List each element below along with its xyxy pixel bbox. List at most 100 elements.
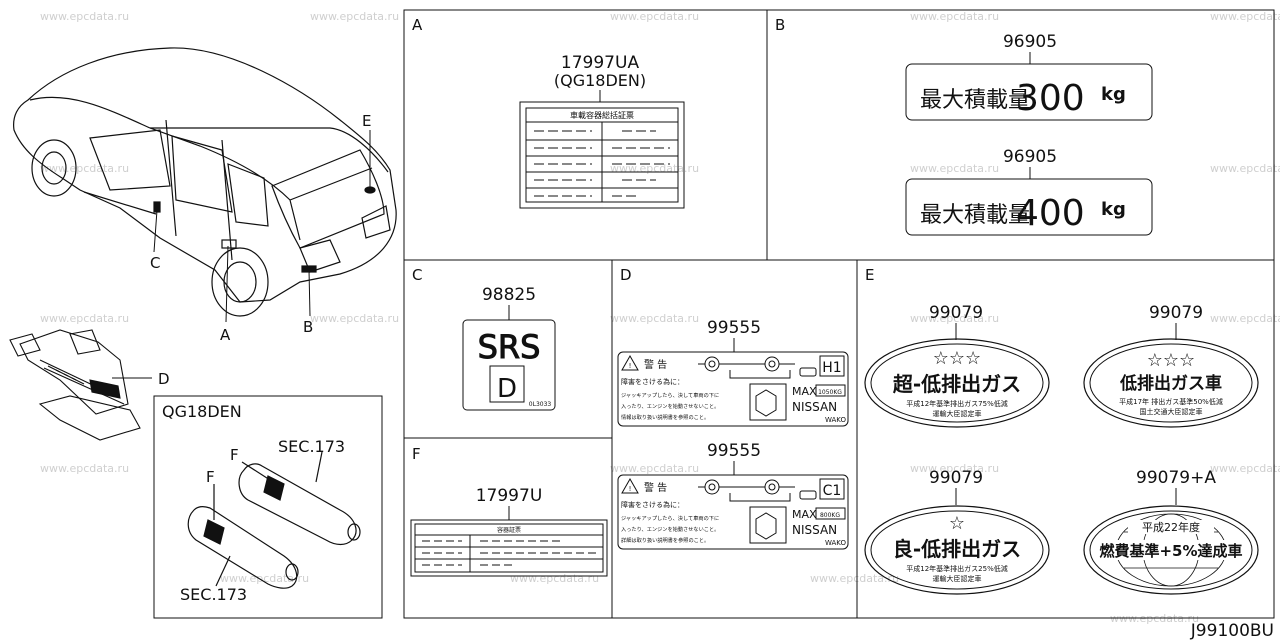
- panel-d-part-2: 99555: [707, 441, 761, 461]
- panel-e-line2-2: 国土交通大臣認定車: [1140, 407, 1203, 416]
- inset-section-lower: SEC.173: [180, 585, 247, 604]
- watermark: www.epcdata.ru: [310, 312, 399, 325]
- panel-d-kg-1: 1050KG: [818, 389, 842, 396]
- panel-grid: [403, 9, 1275, 619]
- panel-e-part-4: 99079+A: [1136, 468, 1216, 488]
- panel-d-maker-2: WAKO: [825, 539, 847, 547]
- star-icon: ☆: [949, 513, 965, 534]
- panel-d-brand-2: NISSAN: [792, 523, 837, 537]
- watermark: www.epcdata.ru: [40, 162, 129, 175]
- watermark: www.epcdata.ru: [510, 572, 599, 585]
- panel-e-main-1: 超-低排出ガス: [892, 372, 1021, 396]
- panel-b-kanji-1: 最大積載量: [920, 88, 1030, 113]
- warning-exclamation: !: [629, 362, 632, 370]
- panel-c-srs: SRS: [478, 328, 541, 366]
- watermark: www.epcdata.ru: [310, 10, 399, 23]
- panel-d: D 99555 ! 警 告 障害をさける為に： ジャッキアップしたら、決して車両…: [617, 266, 849, 550]
- panel-b-kanji-2: 最大積載量: [920, 203, 1030, 228]
- inset-panel: QG18DEN F F SEC.173 SEC.173: [153, 395, 383, 619]
- watermark: www.epcdata.ru: [1210, 462, 1280, 475]
- watermark: www.epcdata.ru: [1210, 162, 1280, 175]
- panel-d-line2-1: 入ったり、エンジンを始動させないこと。: [621, 402, 719, 410]
- watermark: www.epcdata.ru: [610, 312, 699, 325]
- panel-d-line1-1: ジャッキアップしたら、決して車両の下に: [621, 391, 719, 399]
- callout-leaders: [112, 130, 371, 379]
- panel-d-max-2: MAX: [792, 508, 817, 521]
- panel-d-kg-2: 800KG: [820, 512, 840, 519]
- panel-a-part: 17997UA: [561, 53, 640, 73]
- star-icons: ☆☆☆: [933, 348, 981, 369]
- panel-e-main-2: 低排出ガス車: [1119, 373, 1222, 394]
- panel-e-line2-1: 運輸大臣認定車: [933, 409, 982, 418]
- panel-e-line1-2: 平成17年 排出ガス基準50%低減: [1119, 397, 1223, 406]
- panel-d-max-1: MAX: [792, 385, 817, 398]
- panel-d-brand-1: NISSAN: [792, 400, 837, 414]
- callout-a: A: [220, 326, 231, 344]
- callout-b: B: [303, 318, 313, 336]
- panel-f-letter: F: [412, 445, 421, 463]
- watermark: www.epcdata.ru: [610, 10, 699, 23]
- panel-b-value-1: 300: [1016, 78, 1085, 119]
- inset-engine: QG18DEN: [162, 402, 242, 421]
- panel-b-unit-2: kg: [1101, 199, 1126, 220]
- panel-e-part-3: 99079: [929, 468, 983, 488]
- panel-b-unit-1: kg: [1101, 84, 1126, 105]
- panel-e: E 99079 ☆☆☆ 超-低排出ガス 平成12年基準排出ガス75%低減 運輸大…: [864, 266, 1259, 595]
- panel-e-main-3: 良-低排出ガス: [893, 537, 1021, 561]
- panel-b-part-2: 96905: [1003, 147, 1057, 167]
- panel-d-warn-2: 警 告: [644, 481, 667, 494]
- panel-c-part: 98825: [482, 285, 536, 305]
- watermark: www.epcdata.ru: [610, 462, 699, 475]
- watermark: www.epcdata.ru: [40, 462, 129, 475]
- panel-e-part-1: 99079: [929, 303, 983, 323]
- jack-illustration: [9, 329, 141, 441]
- panel-d-warn-1: 警 告: [644, 358, 667, 371]
- panel-d-sub-1: 障害をさける為に：: [621, 377, 684, 386]
- panel-f: F 17997U 容器証票: [410, 445, 608, 577]
- panel-f-part: 17997U: [476, 486, 543, 506]
- watermark: www.epcdata.ru: [910, 462, 999, 475]
- panel-e-line1-3: 平成12年基準排出ガス25%低減: [906, 564, 1007, 573]
- panel-b-part-1: 96905: [1003, 32, 1057, 52]
- watermark: www.epcdata.ru: [1210, 312, 1280, 325]
- inset-section-upper: SEC.173: [278, 437, 345, 456]
- watermark: www.epcdata.ru: [910, 162, 999, 175]
- warning-exclamation: !: [629, 485, 632, 493]
- jack-point-icon: [698, 479, 795, 544]
- watermark: www.epcdata.ru: [810, 572, 899, 585]
- watermark: www.epcdata.ru: [40, 312, 129, 325]
- watermark: www.epcdata.ru: [40, 10, 129, 23]
- jack-point-icon: [698, 356, 795, 421]
- panel-e-line1-1: 平成12年基準排出ガス75%低減: [906, 399, 1007, 408]
- panel-c: C 98825 SRS D 0L3033: [412, 266, 556, 411]
- inset-label-f-upper: F: [230, 446, 239, 464]
- drawing-code: J99100BU: [1190, 621, 1274, 640]
- panel-d-badge-1: H1: [822, 360, 841, 376]
- panel-b-value-2: 400: [1016, 193, 1085, 234]
- watermark: www.epcdata.ru: [1210, 10, 1280, 23]
- panel-b: B 96905 最大積載量 300 kg 96905 最大積載量 400 kg: [775, 16, 1153, 236]
- panel-f-label-title: 容器証票: [497, 526, 521, 534]
- panel-d-line1-2: ジャッキアップしたら、決して車両の下に: [621, 514, 719, 522]
- panel-e-line2-3: 運輸大臣認定車: [933, 574, 982, 583]
- panel-e-letter: E: [865, 266, 874, 284]
- inset-label-f-lower: F: [206, 468, 215, 486]
- panel-e-main-4: 燃費基準+5%達成車: [1099, 542, 1242, 560]
- watermark: www.epcdata.ru: [910, 312, 999, 325]
- panel-c-d: D: [497, 374, 517, 404]
- panel-e-part-2: 99079: [1149, 303, 1203, 323]
- warning-icon: [621, 354, 639, 371]
- callout-d: D: [158, 370, 170, 388]
- panel-d-line3-2: 詳細は取り扱い説明書を参照のこと。: [621, 536, 709, 544]
- panel-a-letter: A: [412, 16, 423, 34]
- panel-a: A 17997UA (QG18DEN) 車載容器総括証票: [412, 16, 685, 209]
- vehicle-illustration: [13, 47, 397, 317]
- warning-icon: [621, 477, 639, 494]
- panel-c-code: 0L3033: [529, 401, 552, 408]
- callout-e: E: [362, 112, 371, 130]
- star-icons: ☆☆☆: [1147, 350, 1195, 371]
- watermark: www.epcdata.ru: [910, 10, 999, 23]
- panel-d-part-1: 99555: [707, 318, 761, 338]
- callout-c: C: [150, 254, 160, 272]
- panel-c-letter: C: [412, 266, 422, 284]
